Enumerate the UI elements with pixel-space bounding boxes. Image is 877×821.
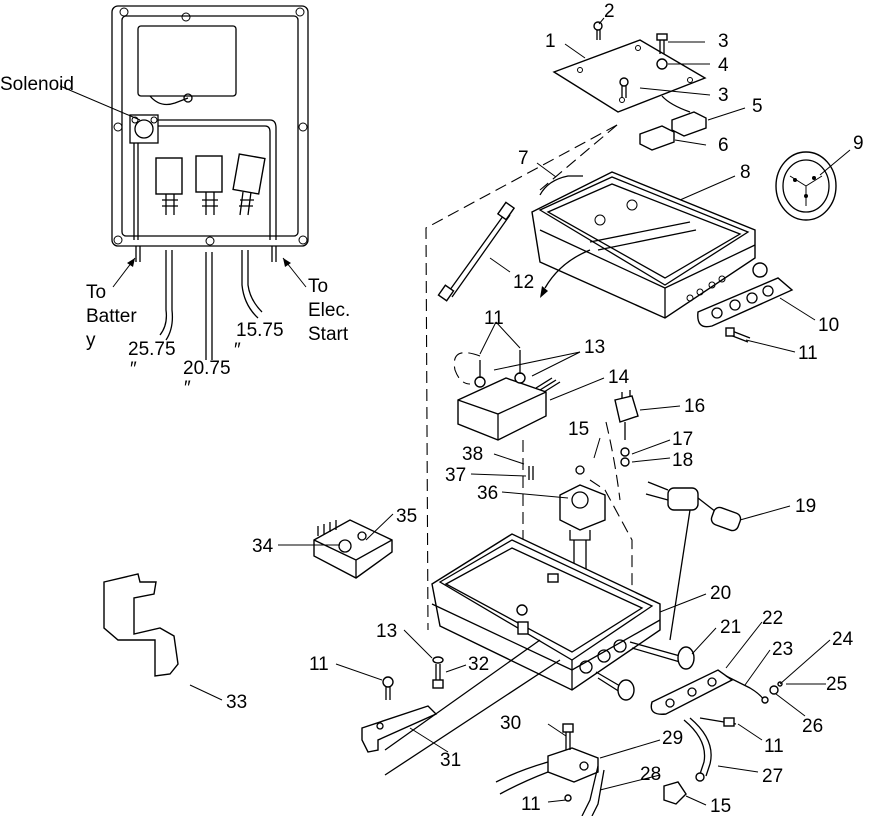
wire-7 [539, 175, 583, 196]
callout-26: 26 [802, 716, 823, 737]
callout-3b: 3 [718, 85, 729, 106]
callout-33: 33 [226, 692, 247, 713]
upper-housing [531, 171, 756, 319]
callout-31: 31 [440, 750, 461, 771]
screw-11-right [725, 327, 751, 343]
callout-1: 1 [545, 31, 556, 52]
callout-37: 37 [445, 465, 466, 486]
callout-3a: 3 [718, 31, 729, 52]
callout-7: 7 [518, 148, 529, 169]
callout-23: 23 [772, 639, 793, 660]
callout-35: 35 [396, 506, 417, 527]
callout-2: 2 [604, 1, 615, 22]
callout-17: 17 [672, 429, 693, 450]
callout-20: 20 [710, 583, 731, 604]
ignition-module-14 [453, 350, 561, 600]
wire-length-right-unit: ″ [234, 340, 241, 361]
solenoid-label: Solenoid [0, 74, 74, 95]
inset-wires [135, 246, 277, 360]
callout-30: 30 [500, 713, 521, 734]
callout-29: 29 [662, 728, 683, 749]
wire-length-left-unit: ″ [130, 359, 137, 380]
callout-6: 6 [718, 135, 729, 156]
cover-plate [552, 39, 707, 113]
callout-27: 27 [762, 766, 783, 787]
wire-length-middle: 20.75 [183, 358, 231, 379]
callout-24: 24 [832, 629, 854, 650]
callout-15-b: 15 [710, 796, 731, 816]
solenoid-assembly-36 [528, 465, 633, 600]
rod-12 [437, 201, 516, 302]
wire-27 [683, 717, 712, 782]
callout-9: 9 [853, 133, 864, 154]
callout-14: 14 [608, 367, 630, 388]
inset-leaders [59, 85, 307, 288]
callout-28: 28 [640, 764, 661, 785]
callout-4: 4 [718, 55, 729, 76]
callout-11-c: 11 [764, 736, 784, 757]
callout-numbers: 2 1 3 4 3 5 6 7 8 9 10 11 12 11 13 14 16… [226, 1, 864, 817]
fuse-holders [639, 95, 707, 151]
lower-housing-20 [431, 533, 661, 691]
callout-12: 12 [513, 272, 534, 293]
callout-25: 25 [826, 674, 847, 695]
inset-cable-clamps [155, 153, 266, 216]
screws-top [593, 21, 668, 98]
callout-18: 18 [672, 450, 693, 471]
gauge [775, 151, 837, 221]
callout-22: 22 [762, 608, 783, 629]
callout-36: 36 [477, 483, 498, 504]
callout-16: 16 [684, 396, 705, 417]
wire-length-left: 25.75 [128, 339, 176, 360]
dash-outline-left [425, 124, 618, 631]
inset-solenoid [129, 114, 277, 240]
callout-13-b: 13 [376, 621, 397, 642]
callout-32: 32 [468, 654, 489, 675]
inset-box [111, 5, 309, 247]
callout-15-a: 15 [568, 419, 589, 440]
circuit-board-34 [313, 519, 393, 579]
callout-8: 8 [740, 162, 751, 183]
callout-21: 21 [720, 617, 741, 638]
wire-length-middle-unit: ″ [184, 378, 191, 399]
inset-module [137, 25, 237, 106]
relay-16 [605, 390, 639, 501]
callout-19: 19 [795, 496, 816, 517]
leader-lines [189, 17, 851, 806]
callout-10: 10 [818, 315, 839, 336]
callout-11-e: 11 [521, 794, 541, 815]
bracket-31 [361, 639, 561, 776]
to-elec-start-label-3: Start [308, 324, 349, 345]
switch-29 [495, 723, 687, 817]
screw-13-11-lower [382, 656, 444, 700]
to-elec-start-label-2: Elec. [308, 300, 350, 321]
callout-5: 5 [752, 96, 763, 117]
callout-38: 38 [462, 444, 483, 465]
to-battery-label-3: y [86, 330, 96, 351]
callout-11-a: 11 [798, 343, 818, 364]
harness-21-23 [595, 641, 783, 727]
bracket-33 [103, 573, 179, 677]
terminal-strip-10 [697, 262, 794, 328]
callout-11-b: 11 [484, 308, 504, 329]
to-battery-label-1: To [86, 282, 106, 303]
to-battery-label-2: Batter [86, 306, 137, 327]
callout-13-a: 13 [584, 337, 605, 358]
to-elec-start-label-1: To [308, 276, 328, 297]
wire-length-right: 15.75 [236, 320, 284, 341]
callout-34: 34 [252, 536, 274, 557]
callout-11-d: 11 [309, 654, 329, 675]
connector-19 [645, 481, 742, 641]
